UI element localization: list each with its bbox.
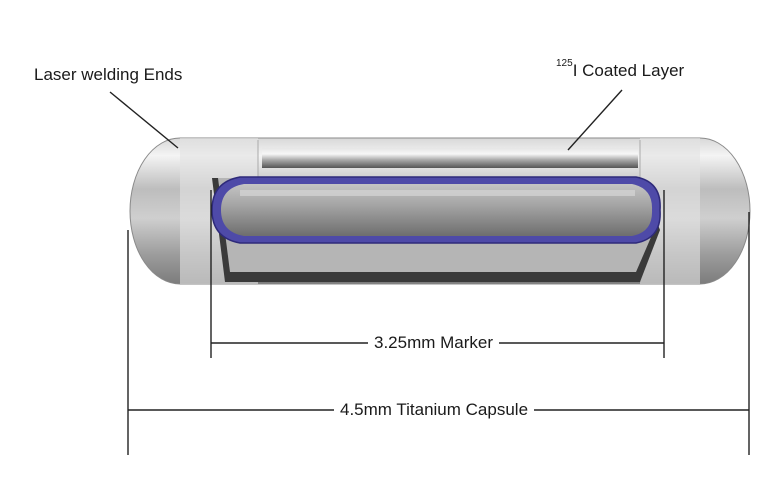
isotope-superscript: 125 [556,58,573,69]
marker-dimension-label: 3.25mm Marker [368,334,500,351]
coated-marker [211,176,661,244]
coated-layer-label: 125I Coated Layer [556,59,685,80]
coated-layer-text: I Coated Layer [572,61,685,80]
capsule-dimension-label: 4.5mm Titanium Capsule [334,401,535,418]
laser-welding-label: Laser welding Ends [34,65,183,84]
coated-layer-leader [567,89,623,151]
laser-welding-leader [109,91,179,149]
